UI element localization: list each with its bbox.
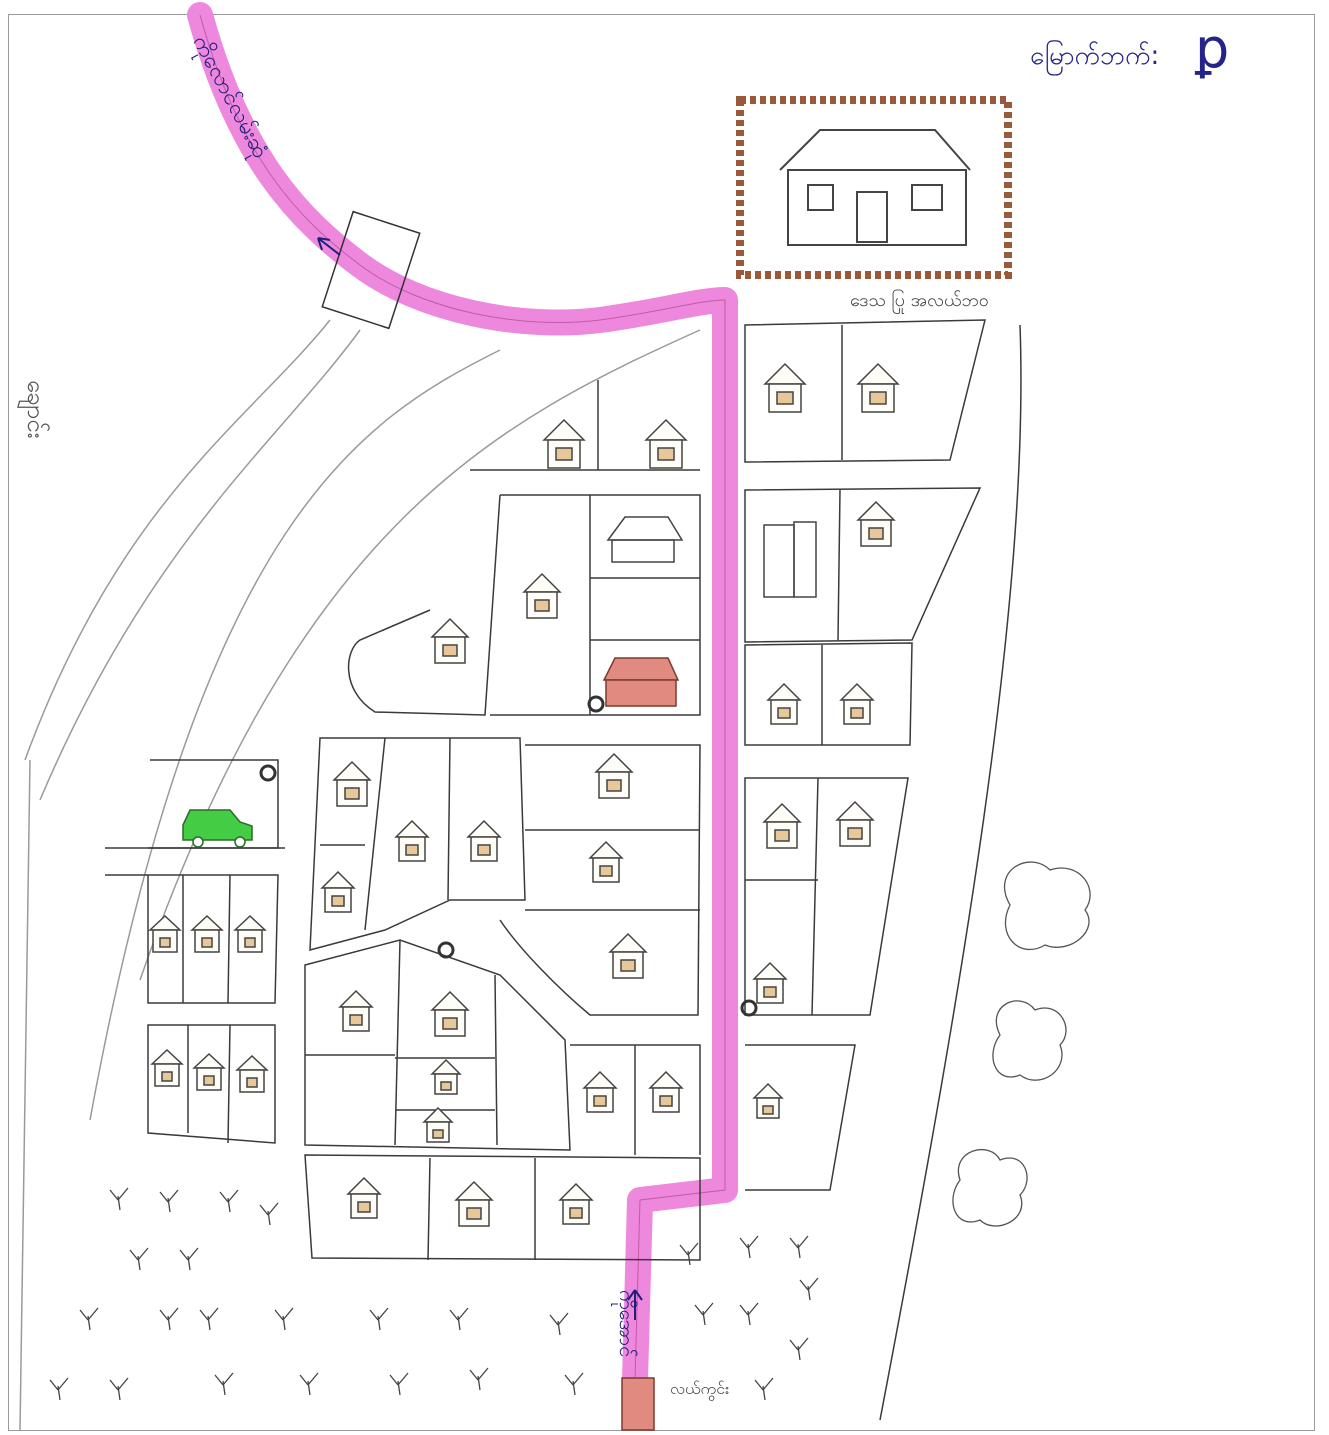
red-building [602, 657, 680, 707]
well-icon [740, 999, 758, 1017]
house-icon [766, 682, 802, 725]
house-icon [594, 752, 634, 799]
plant-icon [789, 1337, 809, 1361]
house-icon [430, 990, 470, 1037]
house-icon [150, 1048, 184, 1087]
plant-icon [449, 1307, 469, 1331]
house-icon [582, 1070, 618, 1113]
plant-icon [389, 1372, 409, 1396]
house-icon [522, 572, 562, 619]
north-arrow-icon: ꝑ [1195, 17, 1230, 80]
farm-hut [621, 1377, 655, 1431]
river-label: ချောင်း [22, 380, 50, 439]
house-icon [856, 500, 896, 547]
plant-icon [754, 1377, 774, 1401]
plant-icon [109, 1377, 129, 1401]
plant-icon [259, 1202, 279, 1226]
house-icon [430, 1058, 462, 1095]
house-icon [558, 1182, 594, 1225]
plant-icon [789, 1235, 809, 1259]
house-icon [542, 418, 586, 469]
wells [259, 695, 758, 1017]
stream [19, 319, 701, 1431]
plant-icon [159, 1189, 179, 1213]
house-icon [235, 1054, 269, 1093]
destination-label-bottom: ကိုအောင် [615, 1290, 639, 1358]
trees [952, 861, 1091, 1227]
houses [148, 362, 900, 1227]
tree-icon [952, 1149, 1028, 1227]
house-icon [466, 819, 502, 862]
plant-icon [739, 1235, 759, 1259]
well-icon [587, 695, 605, 713]
house-icon [394, 819, 430, 862]
plant-icon [49, 1377, 69, 1401]
arrow-up-icon [627, 1289, 643, 1320]
house-icon [763, 362, 807, 413]
land-parcels [105, 319, 1022, 1421]
house-icon [454, 1180, 494, 1227]
tree-icon [1003, 861, 1091, 951]
house-icon [320, 870, 356, 913]
community-hall [606, 516, 684, 563]
tree-icon [992, 1000, 1067, 1081]
house-icon [839, 682, 875, 725]
well-icon [259, 764, 277, 782]
house-icon [430, 617, 470, 664]
school-label: ဒေသ ပြု အလယ်ဘဝ [850, 290, 989, 311]
plant-icon [679, 1242, 699, 1266]
arrow-up-left-icon [317, 237, 341, 256]
house-icon [192, 1052, 226, 1091]
plant-icon [469, 1367, 489, 1391]
house-icon [762, 802, 802, 849]
plant-icon [694, 1302, 714, 1326]
direction-arrows [317, 237, 643, 1320]
house-icon [346, 1176, 382, 1219]
storehouse [763, 521, 817, 598]
house-icon [233, 914, 267, 953]
school-icon [779, 129, 971, 246]
house-icon [588, 840, 624, 883]
house-icon [422, 1106, 454, 1143]
plant-icon [179, 1247, 199, 1271]
plant-icon [109, 1187, 129, 1211]
vehicle-icon [182, 809, 253, 848]
house-icon [332, 760, 372, 807]
house-icon [648, 1070, 684, 1113]
map-frame [8, 14, 1315, 1431]
house-icon [608, 932, 648, 979]
house-icon [752, 961, 788, 1004]
plant-icon [129, 1247, 149, 1271]
plant-icon [274, 1307, 294, 1331]
plant-icon [214, 1372, 234, 1396]
north-label: မြောက်ဘက်: [1030, 41, 1160, 71]
plant-icon [564, 1372, 584, 1396]
house-icon [148, 914, 182, 953]
house-icon [856, 362, 900, 413]
house-icon [835, 800, 875, 847]
school-compound [736, 96, 1012, 279]
plant-icon [739, 1302, 759, 1326]
plant-icon [159, 1307, 179, 1331]
plant-icon [79, 1307, 99, 1331]
plants [49, 1187, 819, 1401]
house-icon [752, 1082, 784, 1119]
house-icon [338, 989, 374, 1032]
plant-icon [199, 1307, 219, 1331]
bridge-icon [321, 210, 421, 330]
farm-label: လယ်ကွင်း [670, 1379, 730, 1398]
house-icon [190, 914, 224, 953]
plant-icon [549, 1312, 569, 1336]
main-road-outline [199, 14, 726, 1381]
plant-icon [799, 1277, 819, 1301]
well-icon [437, 941, 455, 959]
plant-icon [219, 1189, 239, 1213]
plant-icon [299, 1372, 319, 1396]
house-icon [644, 418, 688, 469]
plant-icon [369, 1307, 389, 1331]
